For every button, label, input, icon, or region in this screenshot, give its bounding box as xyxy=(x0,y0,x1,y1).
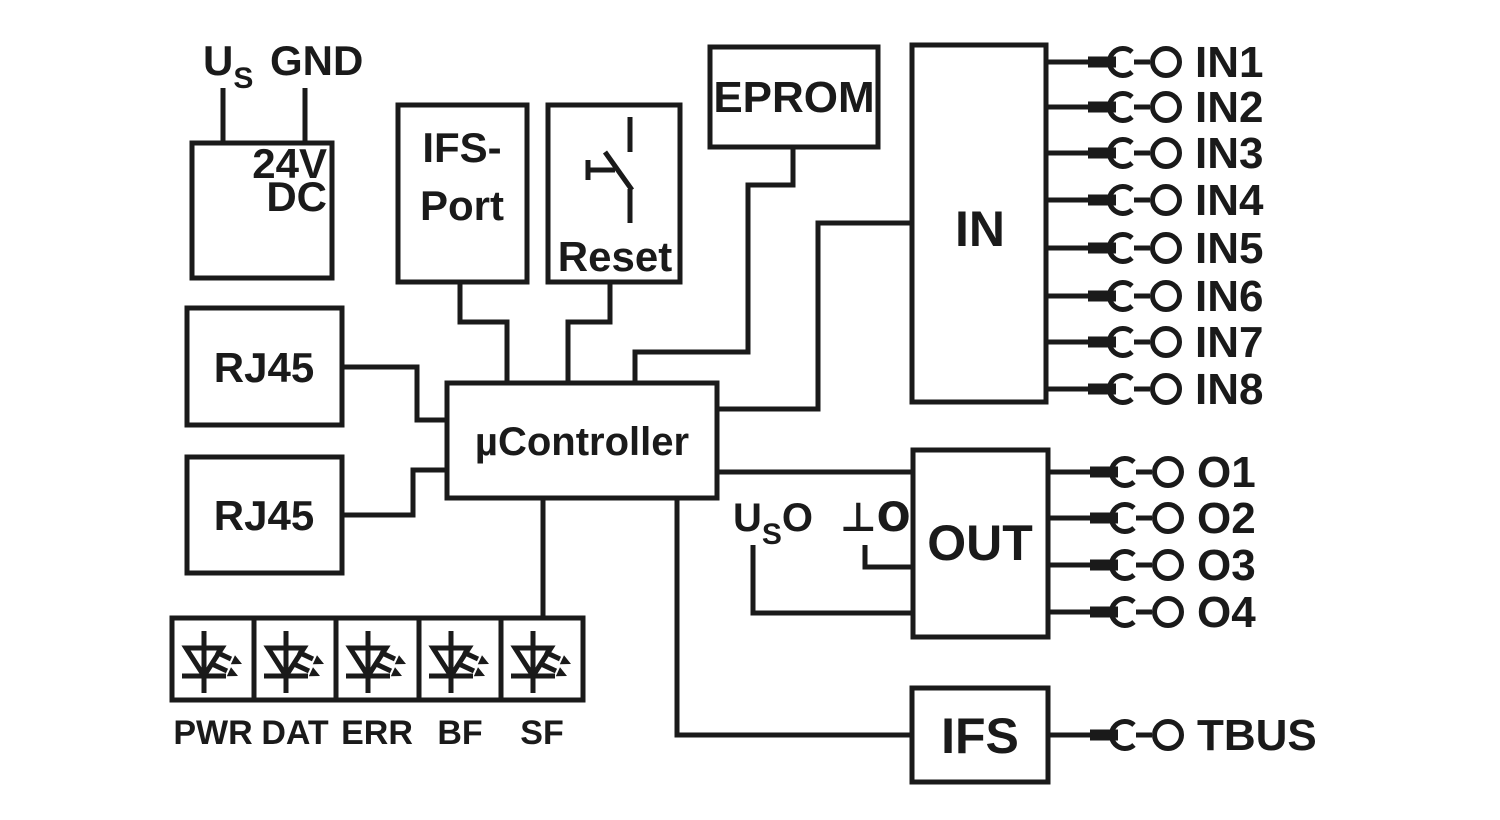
ucontroller-label: µController xyxy=(475,420,689,464)
ifs-port-label-line2: Port xyxy=(420,182,504,229)
wire-eprom-ucontroller xyxy=(632,147,796,383)
reset-block: Reset xyxy=(545,102,683,383)
wire-outground-out xyxy=(862,545,913,570)
rj45-bottom-block: RJ45 xyxy=(184,454,447,576)
gnd-label: GND xyxy=(270,37,363,84)
rj45-bottom-label: RJ45 xyxy=(214,492,314,539)
tbus-label: TBUS xyxy=(1197,711,1317,760)
output-label: O2 xyxy=(1197,494,1256,543)
ifs-block: IFS TBUS xyxy=(674,498,1317,785)
psu-dc-label: DC xyxy=(266,173,327,220)
wire-ifsport-ucontroller xyxy=(457,282,510,383)
input-connector xyxy=(1046,49,1180,76)
wire-ucontroller-ifs xyxy=(674,498,912,738)
input-connector xyxy=(1046,94,1180,121)
input-connector xyxy=(1046,187,1180,214)
output-stage-block: USO ⊥O OUT O1 O2 O3 O4 xyxy=(717,447,1256,640)
ucontroller-box xyxy=(444,380,720,501)
reset-label: Reset xyxy=(558,233,672,280)
eprom-block: EPROM xyxy=(632,44,881,383)
ifs-box xyxy=(909,685,1051,785)
led-strip-box xyxy=(169,615,586,703)
rj45-bottom-box xyxy=(184,454,345,576)
led-label: DAT xyxy=(261,714,329,752)
output-label: O3 xyxy=(1197,541,1256,590)
input-label: IN7 xyxy=(1195,318,1263,367)
led-label: ERR xyxy=(341,714,413,752)
wire-rj45top-ucontroller xyxy=(342,364,447,423)
input-label: IN5 xyxy=(1195,224,1263,273)
eprom-box xyxy=(707,44,881,150)
out-box xyxy=(910,447,1051,640)
input-label: IN8 xyxy=(1195,365,1263,414)
led-label: PWR xyxy=(173,714,252,752)
input-label: IN2 xyxy=(1195,83,1263,132)
psu-box xyxy=(189,140,335,281)
led-block: PWR DAT ERR BF SF xyxy=(169,498,586,752)
rj45-top-block: RJ45 xyxy=(184,305,447,428)
tbus-connector xyxy=(1048,722,1182,749)
input-label: IN3 xyxy=(1195,129,1263,178)
output-connector xyxy=(1048,599,1182,626)
output-label: O1 xyxy=(1197,448,1256,497)
out-label: OUT xyxy=(927,515,1033,571)
in-box xyxy=(909,42,1049,405)
led-label: BF xyxy=(437,714,482,752)
input-connector xyxy=(1046,283,1180,310)
output-connector xyxy=(1048,552,1182,579)
wire-outsupply-out xyxy=(750,545,913,616)
ifs-port-block: IFS- Port xyxy=(395,102,530,383)
input-label: IN4 xyxy=(1195,176,1264,225)
input-label: IN6 xyxy=(1195,272,1263,321)
wire-ucontroller-in xyxy=(717,220,912,412)
eprom-label: EPROM xyxy=(713,73,874,122)
ifs-label: IFS xyxy=(941,708,1019,764)
pushbutton-switch-icon xyxy=(585,117,635,223)
input-connector xyxy=(1046,140,1180,167)
input-stage-block: IN IN1 IN2 IN3 IN4 IN5 IN6 IN7 IN8 xyxy=(717,38,1264,414)
ifs-port-box xyxy=(395,102,530,285)
output-connector xyxy=(1048,505,1182,532)
ifs-port-label-line1: IFS- xyxy=(422,124,501,171)
output-connector xyxy=(1048,459,1182,486)
us-label: US xyxy=(203,37,253,95)
input-connector xyxy=(1046,235,1180,262)
out-supply-label: USO xyxy=(733,496,813,551)
in-label: IN xyxy=(955,201,1005,257)
psu-voltage-label: 24V xyxy=(252,140,327,187)
input-connector xyxy=(1046,329,1180,356)
wire-rj45bottom-ucontroller xyxy=(342,467,447,518)
reset-box xyxy=(545,102,683,285)
input-connector xyxy=(1046,376,1180,403)
rj45-top-label: RJ45 xyxy=(214,344,314,391)
input-label: IN1 xyxy=(1195,38,1263,87)
ucontroller-block: µController xyxy=(444,380,720,501)
out-ground-label: ⊥O xyxy=(840,495,911,541)
wire-reset-ucontroller xyxy=(565,282,613,383)
output-label: O4 xyxy=(1197,588,1256,637)
led-label: SF xyxy=(520,714,563,752)
power-input-section: US GND 24V DC xyxy=(189,37,363,281)
